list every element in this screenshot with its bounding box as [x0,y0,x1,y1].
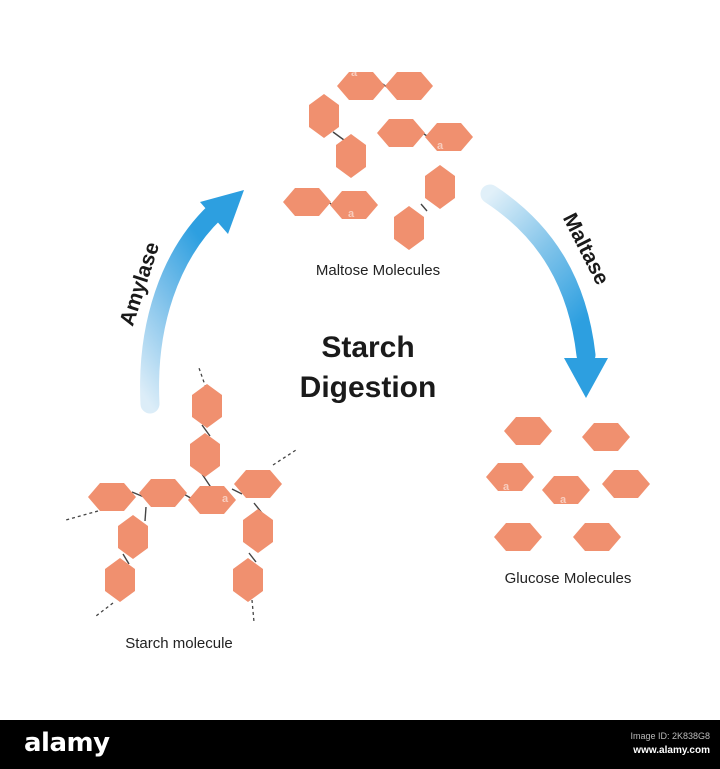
hexagon-icon [105,558,135,602]
bond-line [231,488,243,495]
hexagon-icon [602,470,650,498]
hexagon-icon [385,72,433,100]
hexagon-icon [139,479,187,507]
diagram-title-line2: Digestion [300,371,437,404]
bond-line [420,203,428,212]
svg-text:a: a [437,140,444,152]
starch-chain-ends [65,367,297,623]
hexagon-icon [192,384,222,428]
svg-text:a: a [503,481,510,493]
hexagon-icon [88,483,136,511]
amylase-arrow [140,190,244,414]
curved-arrow-icon [480,184,596,365]
maltose-molecules-label: Maltose Molecules [316,262,440,279]
hexagon-icon [494,523,542,551]
hexagon-icon [234,470,282,498]
hexagon-icon [336,134,366,178]
glucose-molecules-label: Glucose Molecules [505,570,632,587]
hexagon-icon [582,423,630,451]
starch-digestion-diagram: Amylase Maltase Starch Digestion Maltose… [65,67,650,652]
svg-text:a: a [222,493,229,505]
hexagon-icon [190,433,220,477]
hexagon-icon [425,123,473,151]
svg-text:a: a [98,571,105,583]
bond-line [144,506,147,522]
hexagon-icon [425,165,455,209]
hexagon-icon [309,94,339,138]
bond-line [332,131,345,141]
image-id-label: Image ID: 2K838G8 [630,731,710,741]
bond-line [201,424,211,437]
hexagon-icon [504,417,552,445]
arrow-head-icon [564,358,608,398]
diagram-title-line1: Starch [321,331,414,364]
stock-footer-bar: alamy Image ID: 2K838G8 www.alamy.com [0,720,720,769]
watermark-marks: a a a a a a a [98,67,567,583]
hexagon-icon [486,463,534,491]
hexagon-icon [243,509,273,553]
svg-text:a: a [351,67,358,79]
hexagon-icon [573,523,621,551]
arrow-head-icon [200,190,244,234]
hexagon-icon [377,119,425,147]
hexagon-icon [394,206,424,250]
site-url-label: www.alamy.com [633,745,710,756]
maltase-arrow [480,184,608,398]
hexagon-icon [188,486,236,514]
hexagon-icon [542,476,590,504]
bond-line [248,552,257,563]
hexagon-icon [337,72,385,100]
curved-arrow-icon [140,202,225,414]
svg-text:a: a [560,494,567,506]
hexagon-icon [330,191,378,219]
hexagon-icon [118,515,148,559]
alamy-logo: alamy [24,728,110,758]
bond-line [122,553,130,565]
starch-molecule-label: Starch molecule [125,635,233,652]
hexagon-icon [283,188,331,216]
molecule-units [88,72,650,602]
svg-text:a: a [348,208,355,220]
hexagon-icon [233,558,263,602]
